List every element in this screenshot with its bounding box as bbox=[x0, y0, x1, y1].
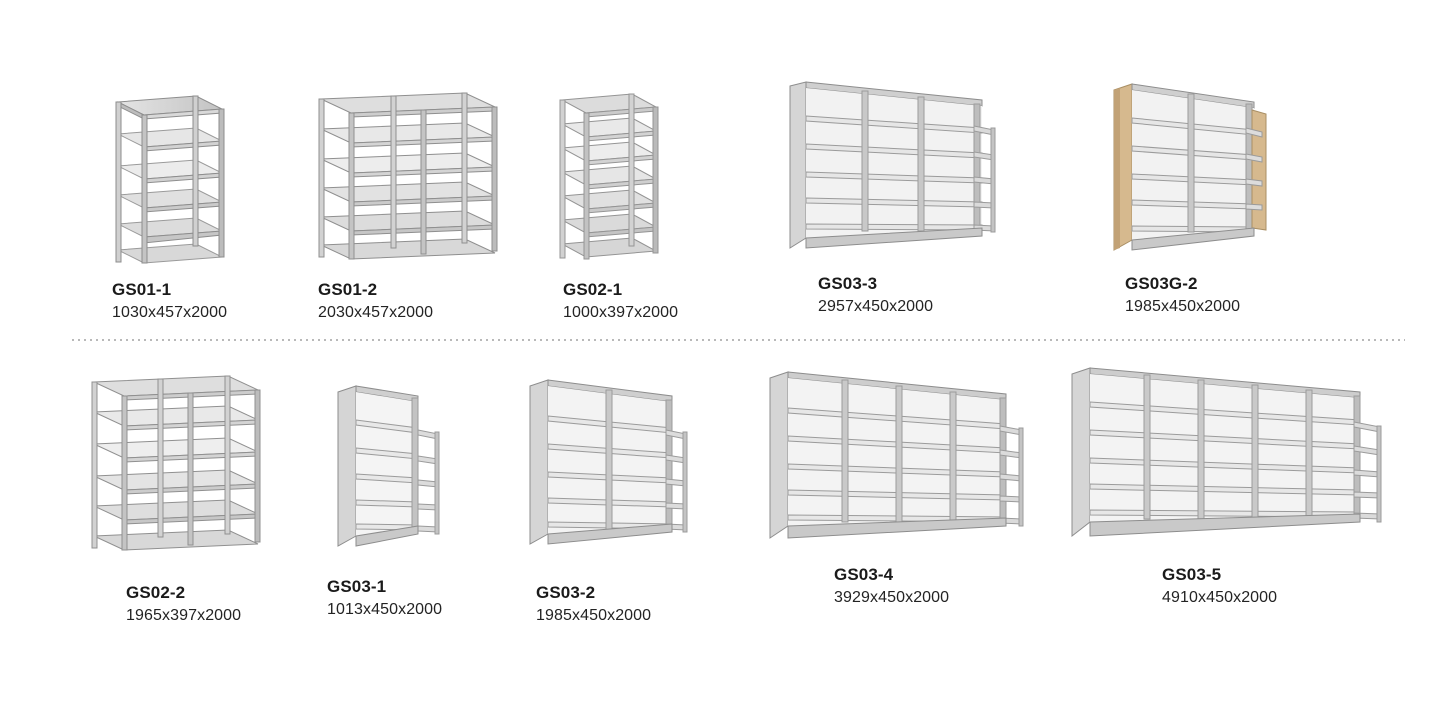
product-label-gs03g-2: GS03G-2 1985x450x2000 bbox=[1125, 275, 1240, 315]
product-dimensions: 1965x397x2000 bbox=[126, 607, 242, 624]
product-gs03-5[interactable] bbox=[1068, 364, 1388, 544]
product-gs03-1[interactable] bbox=[334, 378, 444, 554]
product-image-gs03g-2 bbox=[1110, 76, 1270, 258]
product-image-gs03-1 bbox=[334, 378, 444, 554]
product-dimensions: 4910x450x2000 bbox=[1162, 589, 1278, 606]
product-name: GS01-2 bbox=[318, 280, 378, 299]
product-dimensions: 1985x450x2000 bbox=[536, 607, 652, 624]
product-gs03-3[interactable] bbox=[786, 78, 998, 256]
product-gs01-1[interactable] bbox=[112, 82, 238, 264]
product-name: GS02-1 bbox=[563, 280, 623, 299]
product-name: GS03-1 bbox=[327, 577, 387, 596]
product-image-gs02-2 bbox=[88, 370, 273, 556]
product-dimensions: 1030x457x2000 bbox=[112, 304, 228, 321]
product-gs02-1[interactable] bbox=[556, 84, 672, 262]
row-divider bbox=[72, 339, 1405, 341]
product-label-gs01-2: GS01-2 2030x457x2000 bbox=[318, 281, 433, 321]
product-label-gs03-2: GS03-2 1985x450x2000 bbox=[536, 584, 651, 624]
product-label-gs02-1: GS02-1 1000x397x2000 bbox=[563, 281, 678, 321]
product-dimensions: 1000x397x2000 bbox=[563, 304, 679, 321]
product-gs03-4[interactable] bbox=[766, 368, 1030, 548]
product-label-gs03-3: GS03-3 2957x450x2000 bbox=[818, 275, 933, 315]
product-label-gs03-4: GS03-4 3929x450x2000 bbox=[834, 566, 949, 606]
product-gs03g-2[interactable] bbox=[1110, 76, 1270, 258]
product-gs01-2[interactable] bbox=[315, 85, 511, 263]
product-gs03-2[interactable] bbox=[526, 372, 692, 554]
product-label-gs03-5: GS03-5 4910x450x2000 bbox=[1162, 566, 1277, 606]
product-dimensions: 2957x450x2000 bbox=[818, 298, 934, 315]
product-dimensions: 2030x457x2000 bbox=[318, 304, 434, 321]
product-dimensions: 1013x450x2000 bbox=[327, 601, 443, 618]
product-image-gs03-5 bbox=[1068, 364, 1388, 544]
product-image-gs03-4 bbox=[766, 368, 1030, 548]
product-image-gs02-1 bbox=[556, 84, 672, 262]
product-name: GS03-3 bbox=[818, 274, 878, 293]
product-label-gs03-1: GS03-1 1013x450x2000 bbox=[327, 578, 442, 618]
product-name: GS03-5 bbox=[1162, 565, 1222, 584]
product-name: GS01-1 bbox=[112, 280, 172, 299]
product-dimensions: 1985x450x2000 bbox=[1125, 298, 1241, 315]
product-name: GS02-2 bbox=[126, 583, 186, 602]
product-label-gs01-1: GS01-1 1030x457x2000 bbox=[112, 281, 227, 321]
product-name: GS03-2 bbox=[536, 583, 596, 602]
product-image-gs03-2 bbox=[526, 372, 692, 554]
product-image-gs03-3 bbox=[786, 78, 998, 256]
product-name: GS03-4 bbox=[834, 565, 894, 584]
product-label-gs02-2: GS02-2 1965x397x2000 bbox=[126, 584, 241, 624]
product-gs02-2[interactable] bbox=[88, 370, 273, 556]
product-dimensions: 3929x450x2000 bbox=[834, 589, 950, 606]
product-image-gs01-1 bbox=[112, 82, 238, 264]
product-image-gs01-2 bbox=[315, 85, 511, 263]
product-name: GS03G-2 bbox=[1125, 274, 1198, 293]
